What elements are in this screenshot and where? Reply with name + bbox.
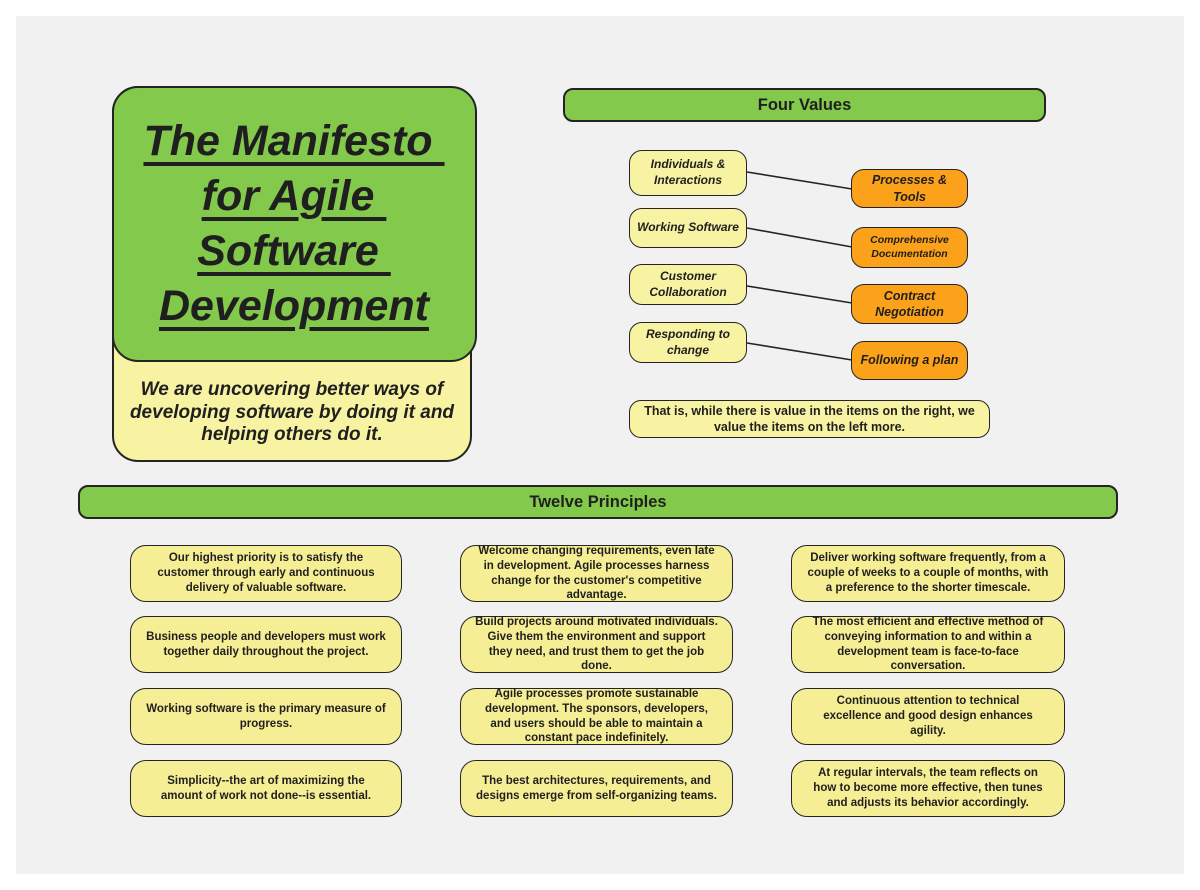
manifesto-title-line: The Manifesto — [143, 116, 445, 165]
manifesto-card: The Manifesto for Agile Software Develop… — [111, 85, 477, 462]
principle-box: The most efficient and effective method … — [791, 616, 1065, 673]
principle-box: Our highest priority is to satisfy the c… — [130, 545, 402, 602]
principle-box: At regular intervals, the team reflects … — [791, 760, 1065, 817]
manifesto-title-line: for Agile — [201, 171, 387, 220]
four-values-header: Four Values — [563, 88, 1046, 122]
principle-box: Build projects around motivated individu… — [460, 616, 733, 673]
manifesto-title-line: Development — [158, 281, 429, 330]
value-left-working-software: Working Software — [629, 208, 747, 248]
principle-box: Working software is the primary measure … — [130, 688, 402, 745]
value-right-following-a-plan: Following a plan — [851, 341, 968, 380]
manifesto-title-panel: The Manifesto for Agile Software Develop… — [111, 85, 477, 362]
value-right-processes-tools: Processes & Tools — [851, 169, 968, 208]
principle-box: The best architectures, requirements, an… — [460, 760, 733, 817]
value-right-contract-negotiation: Contract Negotiation — [851, 284, 968, 324]
twelve-principles-header: Twelve Principles — [78, 485, 1118, 519]
principle-box: Continuous attention to technical excell… — [791, 688, 1065, 745]
principle-box: Agile processes promote sustainable deve… — [460, 688, 733, 745]
four-values-note: That is, while there is value in the ite… — [629, 400, 990, 438]
principle-box: Simplicity--the art of maximizing the am… — [130, 760, 402, 817]
value-left-individuals-interactions: Individuals & Interactions — [629, 150, 747, 196]
value-right-comprehensive-documentation: Comprehensive Documentation — [851, 227, 968, 268]
value-left-responding-to-change: Responding to change — [629, 322, 747, 363]
principle-box: Business people and developers must work… — [130, 616, 402, 673]
principle-box: Welcome changing requirements, even late… — [460, 545, 733, 602]
manifesto-title-line: Software — [197, 226, 391, 275]
principle-box: Deliver working software frequently, fro… — [791, 545, 1065, 602]
manifesto-subtitle: We are uncovering better ways of develop… — [129, 379, 455, 445]
value-left-customer-collaboration: Customer Collaboration — [629, 264, 747, 305]
